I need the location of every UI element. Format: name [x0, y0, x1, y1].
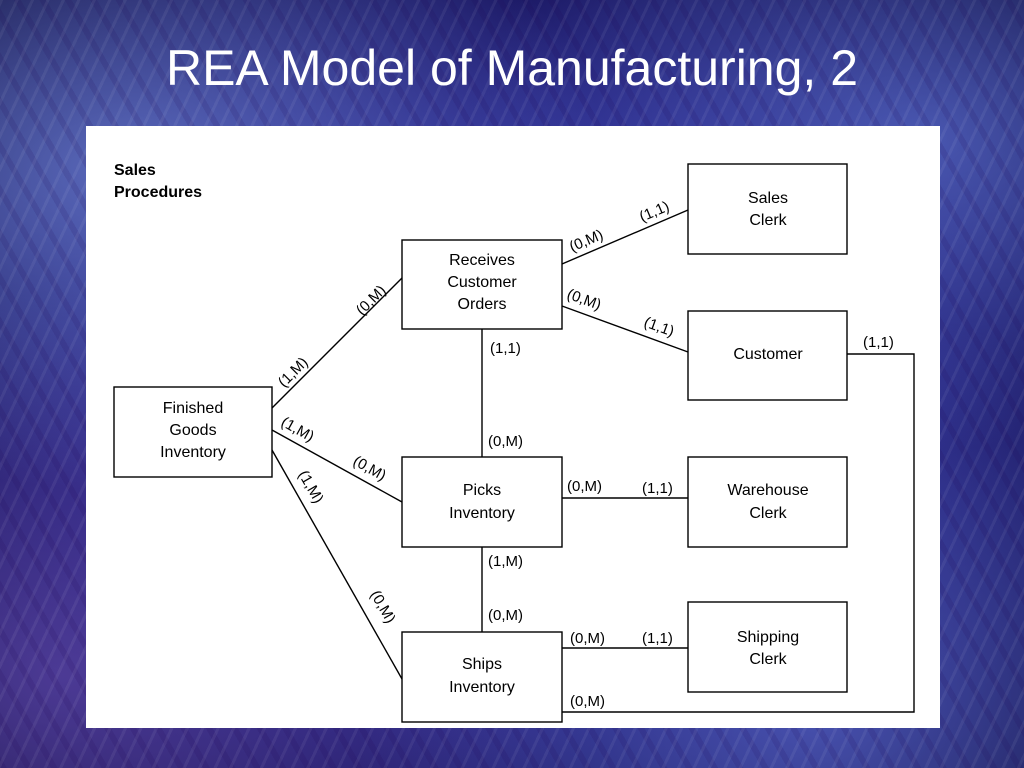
- line-receives-customer: [561, 305, 689, 353]
- finished-goods-line-1: Finished: [163, 400, 223, 417]
- section-label-line-2: Procedures: [114, 184, 203, 201]
- box-shipping-clerk: [687, 601, 848, 693]
- warehouse-clerk-line-2: Clerk: [749, 505, 787, 522]
- line-fg-ships: [271, 449, 403, 680]
- receives-orders-line-3: Orders: [458, 296, 507, 313]
- warehouse-clerk-line-1: Warehouse: [727, 482, 808, 499]
- card-fg-ships-near-ships: (0,M): [367, 588, 399, 627]
- card-fg-ships-near-fg: (1,M): [295, 468, 327, 507]
- line-customer-ships: [562, 353, 915, 713]
- entity-labels: Finished Goods Inventory Receives Custom…: [160, 190, 809, 696]
- receives-orders-line-1: Receives: [449, 252, 515, 269]
- section-label: Sales Procedures: [114, 160, 202, 204]
- slide-title: REA Model of Manufacturing, 2: [165, 40, 859, 96]
- customer-line-1: Customer: [733, 346, 803, 363]
- box-warehouse-clerk: [687, 456, 848, 548]
- line-receives-salesclerk: [561, 209, 689, 265]
- box-ships-inventory: [401, 631, 563, 723]
- shipping-clerk-line-2: Clerk: [749, 651, 787, 668]
- line-fg-picks: [271, 429, 403, 503]
- picks-inventory-line-2: Inventory: [449, 505, 515, 522]
- card-fg-receives-near-receives: (0,M): [353, 282, 390, 319]
- card-customer-ships-near-customer: (1,1): [863, 334, 894, 351]
- receives-orders-line-2: Customer: [447, 274, 517, 291]
- ships-inventory-line-2: Inventory: [449, 679, 515, 696]
- picks-inventory-line-1: Picks: [463, 482, 501, 499]
- line-fg-receives: [271, 277, 403, 409]
- card-receives-salesclerk-near-clerk: (1,1): [637, 198, 672, 226]
- card-picks-warehouse-near-clerk: (1,1): [642, 480, 673, 497]
- card-picks-warehouse-near-picks: (0,M): [567, 478, 602, 495]
- card-receives-picks-near-receives: (1,1): [490, 340, 521, 357]
- ships-inventory-line-1: Ships: [462, 656, 502, 673]
- entity-boxes: [113, 163, 848, 723]
- box-sales-clerk: [687, 163, 848, 255]
- card-fg-picks-near-picks: (0,M): [350, 453, 389, 485]
- box-customer: [687, 310, 848, 401]
- sales-clerk-line-2: Clerk: [749, 212, 787, 229]
- card-fg-picks-near-fg: (1,M): [278, 414, 317, 446]
- finished-goods-line-2: Goods: [169, 422, 216, 439]
- box-receives-orders: [401, 239, 563, 330]
- card-picks-ships-near-picks: (1,M): [488, 553, 523, 570]
- relationship-lines: [271, 209, 915, 713]
- card-ships-shipping-near-ships: (0,M): [570, 630, 605, 647]
- box-finished-goods: [113, 386, 273, 478]
- card-receives-salesclerk-near-receives: (0,M): [567, 226, 606, 255]
- sales-clerk-line-1: Sales: [748, 190, 788, 207]
- rea-diagram: Finished Goods Inventory Receives Custom…: [113, 163, 915, 723]
- shipping-clerk-line-1: Shipping: [737, 629, 799, 646]
- box-picks-inventory: [401, 456, 563, 548]
- card-customer-ships-near-ships: (0,M): [570, 693, 605, 710]
- card-ships-shipping-near-clerk: (1,1): [642, 630, 673, 647]
- finished-goods-line-3: Inventory: [160, 444, 226, 461]
- section-label-line-1: Sales: [114, 162, 156, 179]
- diagram-panel: Finished Goods Inventory Receives Custom…: [86, 126, 940, 728]
- card-receives-picks-near-picks: (0,M): [488, 433, 523, 450]
- card-fg-receives-near-fg: (1,M): [275, 354, 312, 391]
- card-picks-ships-near-ships: (0,M): [488, 607, 523, 624]
